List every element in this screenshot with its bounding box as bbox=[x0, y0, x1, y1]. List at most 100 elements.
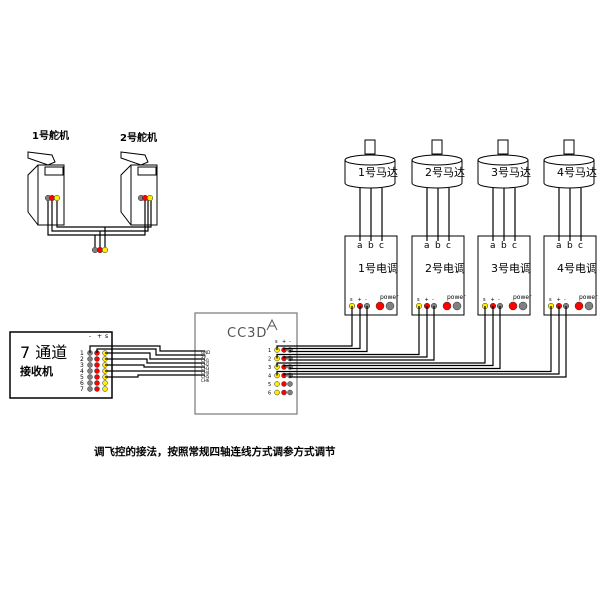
esc-pin-label: + bbox=[491, 297, 495, 303]
esc-pin-label: + bbox=[557, 297, 561, 303]
cc3d-output-ground bbox=[287, 389, 293, 396]
wire-esc-signal bbox=[276, 306, 552, 376]
motor-2: 2号马达 bbox=[411, 139, 465, 189]
esc-phase-label: a bbox=[424, 241, 430, 251]
motor-body bbox=[411, 160, 463, 189]
receiver-pin-ground bbox=[87, 374, 93, 380]
cc3d-output-header: + bbox=[282, 339, 286, 345]
receiver-channel-label: 4 bbox=[80, 368, 84, 375]
cc3d-input-label: 5V bbox=[201, 354, 207, 359]
receiver-pin-power bbox=[94, 356, 100, 362]
wire-rx-channel bbox=[105, 358, 205, 364]
wire-rx-ground bbox=[89, 345, 205, 353]
caption: 调飞控的接法，按照常规四轴连线方式调参方式调节 bbox=[94, 445, 336, 458]
receiver-channel-label: 7 bbox=[80, 386, 84, 393]
receiver-channel-label: 2 bbox=[80, 356, 84, 363]
wire-rx-channel bbox=[105, 352, 205, 360]
motor-label: 2号马达 bbox=[425, 166, 465, 179]
esc-pin-label: s bbox=[549, 297, 552, 303]
esc-label: 4号电调 bbox=[557, 262, 597, 275]
receiver-pin-power bbox=[94, 368, 100, 374]
receiver-pin-power bbox=[94, 362, 100, 368]
cc3d-output-signal bbox=[274, 389, 280, 396]
servo-pin-signal bbox=[146, 194, 154, 202]
motor-shaft bbox=[431, 139, 443, 155]
esc-phase-label: b bbox=[435, 241, 441, 251]
cc3d-input-label: CH2 bbox=[201, 362, 210, 367]
cc3d-output-signal bbox=[274, 381, 280, 387]
motor-4: 4号马达 bbox=[543, 139, 597, 189]
servo-1: 1号舵机 bbox=[27, 129, 69, 226]
motor-body bbox=[344, 160, 396, 189]
servo-pin-signal bbox=[53, 194, 61, 202]
cc3d-output-label: 2 bbox=[268, 357, 271, 363]
receiver-pin-signal bbox=[102, 386, 108, 392]
esc-pin-label: - bbox=[432, 297, 434, 303]
motor-shaft bbox=[364, 139, 376, 155]
receiver-pin-header: + bbox=[97, 333, 102, 340]
servo-wires bbox=[47, 198, 152, 250]
esc-phase-label: b bbox=[368, 241, 374, 251]
motor-label: 1号马达 bbox=[358, 166, 398, 179]
esc-phase-label: a bbox=[357, 241, 363, 251]
cc3d-output-power bbox=[281, 381, 287, 387]
wire-esc-signal bbox=[276, 306, 420, 359]
receiver-pin-ground bbox=[87, 380, 93, 386]
esc-power-label: power bbox=[447, 294, 466, 301]
esc-phase-label: c bbox=[446, 241, 451, 251]
servo-2-label: 2号舵机 bbox=[120, 131, 157, 144]
wire-esc-ground bbox=[289, 306, 501, 370]
cc3d-output-label: 5 bbox=[268, 382, 271, 388]
cc3d-output-label: 6 bbox=[268, 391, 271, 397]
esc-label: 2号电调 bbox=[425, 262, 465, 275]
esc-power-label: power bbox=[380, 294, 399, 301]
cc3d-output-ground bbox=[287, 381, 293, 387]
esc-phase-label: c bbox=[379, 241, 384, 251]
receiver-pin-power bbox=[94, 380, 100, 386]
wire-esc-power bbox=[283, 306, 361, 350]
motor-top bbox=[477, 154, 529, 166]
receiver-subtitle: 接收机 bbox=[20, 364, 53, 378]
receiver-pin-ground bbox=[87, 362, 93, 368]
motor-3: 3号马达 bbox=[477, 139, 531, 189]
esc-power-positive bbox=[574, 301, 584, 311]
esc-phase-label: c bbox=[578, 241, 583, 251]
wire-esc-signal bbox=[276, 306, 486, 367]
wire-esc-signal bbox=[276, 306, 353, 350]
servo-2: 2号舵机 bbox=[120, 131, 158, 226]
esc-pin-label: s bbox=[350, 297, 353, 303]
esc-pin-label: + bbox=[425, 297, 429, 303]
receiver-title: 7 通道 bbox=[20, 343, 67, 362]
receiver-channel-label: 3 bbox=[80, 362, 84, 369]
motor-shaft bbox=[563, 139, 575, 155]
cc3d-input-label: CH1 bbox=[201, 358, 210, 363]
signal-wires bbox=[89, 306, 567, 378]
cc3d-output-label: 4 bbox=[268, 374, 271, 380]
cc3d-output-header: s bbox=[275, 339, 278, 345]
esc-pin-label: s bbox=[417, 297, 420, 303]
servo-1-label: 1号舵机 bbox=[32, 129, 69, 142]
esc-pin-label: + bbox=[358, 297, 362, 303]
esc-power-negative bbox=[518, 301, 528, 311]
wire-esc-power bbox=[283, 306, 494, 367]
cc3d-output-label: 1 bbox=[268, 348, 271, 354]
esc-pin-label: s bbox=[483, 297, 486, 303]
esc-2: a s b + c - 2号电调 power bbox=[411, 188, 466, 316]
receiver-pin-header: - bbox=[89, 333, 91, 340]
receiver-pin-ground bbox=[87, 368, 93, 374]
esc-power-positive bbox=[375, 301, 385, 311]
arrow-icon bbox=[266, 318, 278, 331]
esc-phase-label: a bbox=[490, 241, 496, 251]
esc-label: 1号电调 bbox=[358, 262, 398, 275]
esc-label: 3号电调 bbox=[491, 262, 531, 275]
cc3d-output-power bbox=[281, 389, 287, 396]
wire-esc-ground bbox=[289, 306, 435, 361]
esc-power-negative bbox=[385, 301, 395, 311]
cc3d-title: CC3D bbox=[227, 326, 267, 341]
wire-rx-channel bbox=[105, 364, 205, 368]
esc-power-positive bbox=[442, 301, 452, 311]
